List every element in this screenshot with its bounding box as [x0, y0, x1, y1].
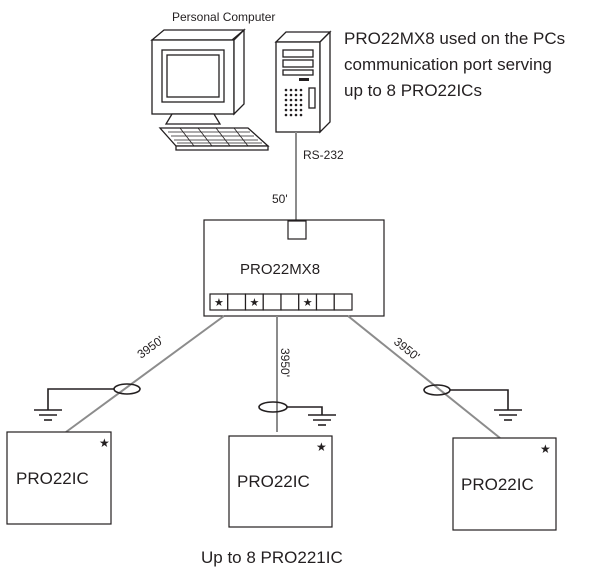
- star-icon: ★: [540, 442, 551, 456]
- mux-port-5: [280, 293, 300, 311]
- controller-right: ★ PRO22IC: [452, 437, 557, 531]
- protocol-label: RS-232: [303, 148, 344, 162]
- star-icon: ★: [99, 436, 110, 450]
- description-line-2: communication port serving: [344, 55, 552, 74]
- controller-box: [452, 437, 557, 531]
- middle-shield-ground: [258, 401, 336, 426]
- mux-port-4: [262, 293, 282, 311]
- middle-cable-length: 3950': [278, 348, 292, 377]
- controller-left: ★ PRO22IC: [6, 431, 112, 525]
- right-cable: [347, 315, 501, 439]
- controller-box: [228, 435, 333, 528]
- mux-label: PRO22MX8: [240, 261, 320, 278]
- star-icon: ★: [214, 297, 224, 309]
- star-icon: ★: [303, 297, 313, 309]
- left-cable: [65, 315, 225, 433]
- controller-label: PRO22IC: [237, 472, 310, 491]
- serial-port: [287, 220, 307, 240]
- star-icon: ★: [316, 440, 327, 454]
- star-icon: ★: [249, 297, 259, 309]
- controller-label: PRO22IC: [461, 475, 534, 494]
- right-cable-length: 3950': [391, 334, 422, 363]
- mux-port-2: [227, 293, 247, 311]
- mux-port-8: [333, 293, 353, 311]
- mux-port-7: [315, 293, 335, 311]
- description-line-3: up to 8 PRO22ICs: [344, 81, 482, 100]
- left-cable-length: 3950': [135, 333, 167, 361]
- left-shield-ground: [34, 383, 141, 421]
- controller-box: [6, 431, 112, 525]
- personal-computer-icon: [150, 28, 332, 151]
- right-shield-ground: [423, 384, 522, 421]
- footer-caption: Up to 8 PRO221IC: [201, 548, 343, 567]
- link-length-label: 50': [272, 192, 288, 206]
- controller-label: PRO22IC: [16, 469, 89, 488]
- pro22mx8-unit: PRO22MX8 ★ ★ ★: [203, 219, 385, 317]
- pc-label: Personal Computer: [172, 10, 275, 24]
- description-line-1: PRO22MX8 used on the PCs: [344, 29, 565, 48]
- controller-middle: ★ PRO22IC: [228, 435, 333, 528]
- mux-port-strip: ★ ★ ★: [209, 293, 353, 311]
